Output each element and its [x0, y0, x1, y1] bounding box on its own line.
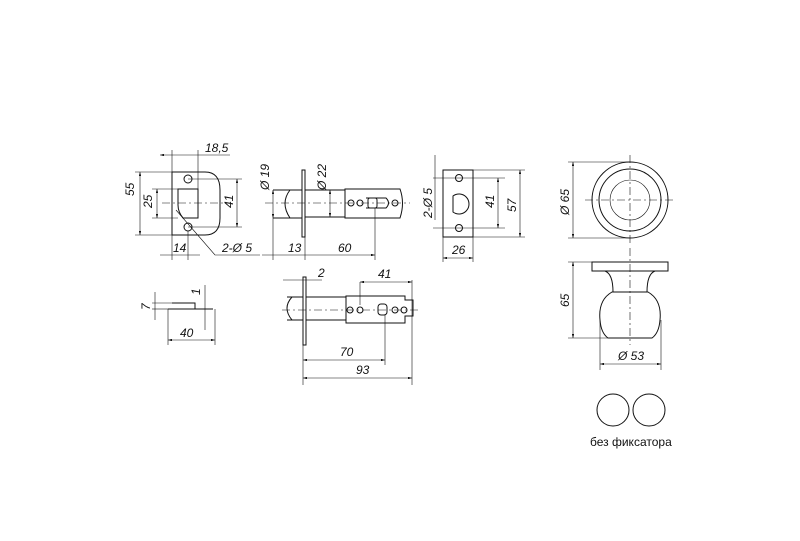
knob-side: 65 Ø 53	[558, 248, 669, 370]
dim-diameter: Ø 53	[617, 349, 644, 363]
latch-bottom-view: 2 41 70 93	[282, 266, 418, 385]
dim-holes: 2-Ø 5	[421, 188, 435, 219]
dim-total-length: 93	[356, 363, 370, 377]
dim-body-diameter: Ø 22	[315, 164, 329, 191]
latch-side-view: Ø 19 Ø 22 13 60	[258, 164, 410, 260]
dim-faceplate: 2	[317, 266, 325, 280]
dim-slot: 41	[378, 267, 391, 281]
dim-height: 65	[558, 293, 572, 307]
dim-diameter: Ø 65	[558, 189, 572, 216]
dim-thickness: 1	[189, 288, 203, 295]
dim-window: 25	[141, 194, 155, 209]
dim-backset: 60	[338, 241, 352, 255]
faceplate-front: 2-Ø 5 41 57 26	[421, 155, 525, 262]
no-lock-symbol: без фиксатора	[590, 393, 672, 449]
dim-holes: 2-Ø 5	[221, 241, 252, 255]
dim-height: 55	[123, 182, 137, 196]
dim-faceplate-to-bolt: 13	[288, 241, 302, 255]
dim-height: 57	[505, 197, 519, 212]
strike-plate-front: 55 25 41 18,5 14 2-Ø 5	[123, 141, 260, 260]
inner-side-circle-icon	[632, 393, 666, 427]
outer-side-circle-icon	[596, 393, 630, 427]
dim-holes-spacing: 41	[222, 195, 236, 208]
dim-width: 18,5	[205, 141, 229, 155]
dim-holes-spacing: 41	[483, 195, 497, 208]
caption: без фиксатора	[590, 435, 672, 449]
rosette-front: Ø 65	[558, 155, 675, 245]
dim-offset: 14	[173, 241, 187, 255]
dim-backset-long: 70	[340, 345, 354, 359]
dim-bolt-diameter: Ø 19	[258, 164, 272, 191]
dim-height: 7	[139, 302, 153, 310]
dim-length: 40	[180, 326, 194, 340]
strike-plate-side: 7 1 40	[139, 285, 216, 345]
dim-width: 26	[451, 243, 466, 257]
